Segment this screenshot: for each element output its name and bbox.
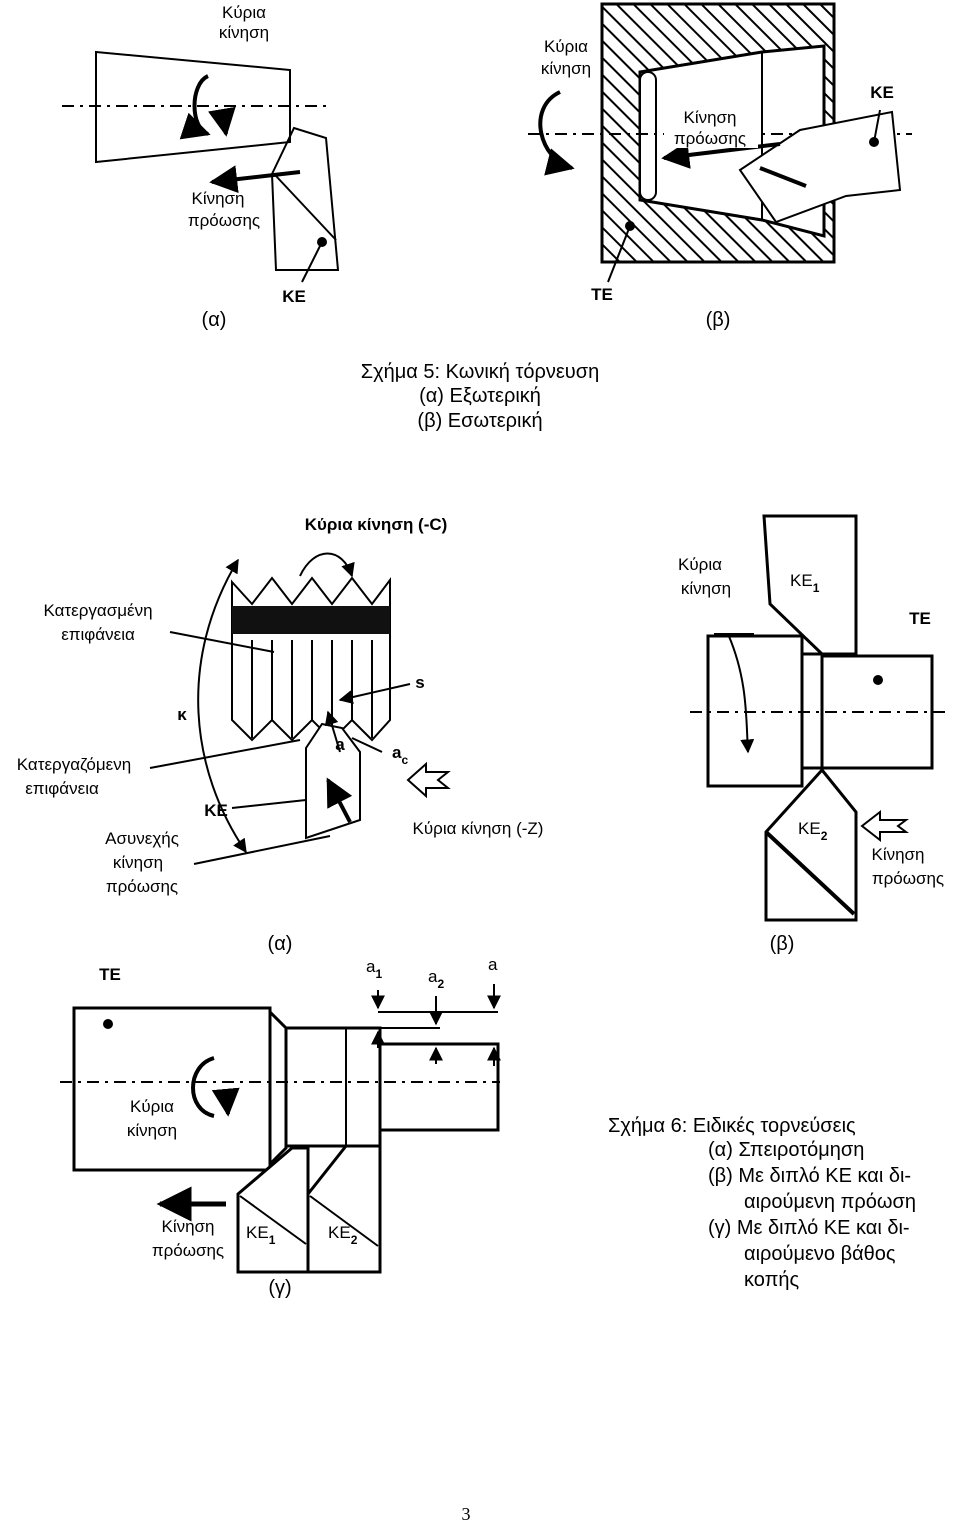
fig6c-main-motion-2: κίνηση [127,1121,177,1140]
fig6a-intermittent-3: πρόωσης [106,877,178,896]
fig6b-tool-ke2 [764,767,858,922]
fig6a-machined-surface-2: επιφάνεια [61,625,135,644]
fig5a-rotation-arrow [179,74,211,140]
fig6a-ac: ac [392,743,408,767]
fig6a-kappa: κ [177,705,187,724]
fig6a-diagram [149,552,451,865]
fig5b-tool [738,110,902,224]
fig6a-s: s [415,673,424,692]
fig6-caption-c-3: κοπής [744,1269,800,1291]
fig6c-a-label: a [488,955,498,974]
fig5a-feed-motion-2: πρόωσης [188,211,260,230]
fig6b-feed-motion-1: Κίνηση [871,845,924,864]
fig6a-thread-band [232,606,390,634]
fig6b-tool-ke1 [762,514,858,656]
fig6c-tool-ke2 [306,1144,382,1274]
fig5b-feed-motion-1: Κίνηση [683,108,736,127]
fig6a-main-motion-z: Κύρια κίνηση (-Z) [413,819,544,838]
fig6b-main-motion-1: Κύρια [678,555,722,574]
fig5b-main-motion-2: κίνηση [541,59,591,78]
fig6a-intermittent-arrow [326,777,353,823]
fig5-caption-title: Σχήμα 5: Κωνική τόρνευση [361,361,599,383]
fig6b-ke1-label: ΚΕ1 [790,571,820,595]
fig6c-step-2 [378,1042,500,1132]
fig5a-workpiece [95,50,291,164]
fig6-caption-b-2: αιρούμενη πρόωση [744,1191,916,1213]
fig6a-tool [305,722,361,840]
fig6a-panel-label: (α) [268,933,293,955]
fig6a-machined-surface-1: Κατεργασμένη [43,601,152,620]
page-number: 3 [462,1504,471,1523]
fig6b-te-label: ΤΕ [909,609,931,628]
fig6b-main-motion-2: κίνηση [681,579,731,598]
fig5a-main-motion-1: Κύρια [222,3,266,22]
fig5b-diagram [528,2,912,283]
fig5a-feed-arrow [209,165,301,194]
fig6a-kappa-arc [197,558,247,854]
fig6a-working-surface-2: επιφάνεια [25,779,99,798]
fig6-caption-c-1: (γ) Με διπλό ΚΕ και δι- [708,1217,910,1239]
fig6a-main-motion-c: Κύρια κίνηση (-C) [305,515,448,534]
fig5a-panel-label: (α) [202,309,227,331]
fig6c-diagram [60,984,501,1274]
fig6-caption-a: (α) Σπειροτόμηση [708,1139,864,1161]
fig6b-panel-label: (β) [770,933,795,955]
fig6b-ke2-label: ΚΕ2 [798,819,828,843]
fig6b-feed-motion-2: πρόωσης [872,869,944,888]
fig5b-feed-motion-2: πρόωσης [674,129,746,148]
fig6a-main-z-arrow [406,761,451,799]
fig5b-main-motion-1: Κύρια [544,37,588,56]
fig6c-panel-label: (γ) [268,1277,291,1299]
fig6c-feed-motion-1: Κίνηση [161,1217,214,1236]
fig6c-te-label: ΤΕ [99,965,121,984]
fig6b-diagram [690,514,950,922]
fig6a-intermittent-1: Ασυνεχής [105,829,179,848]
fig6c-a2-label: a2 [428,967,444,991]
fig6-caption-c-2: αιρούμενο βάθος [744,1243,896,1265]
fig6a-working-surface-1: Κατεργαζόμενη [17,755,131,774]
fig6b-feed-arrow [860,809,909,843]
fig6c-ke2-label: ΚΕ2 [328,1223,358,1247]
fig6c-main-motion-1: Κύρια [130,1097,174,1116]
fig6c-workpiece-main [72,1006,272,1172]
fig5b-feed-arrow [661,141,781,169]
fig5a-tool [270,126,340,271]
fig6c-a1-label: a1 [366,957,382,981]
fig5b-te-label: ΤΕ [591,285,613,304]
fig5-caption-a: (α) Εξωτερική [419,385,541,407]
fig5a-feed-motion-1: Κίνηση [191,189,244,208]
fig5-caption-b: (β) Εσωτερική [417,410,542,432]
fig6a-intermittent-2: κίνηση [113,853,163,872]
fig5a-main-motion-2: κίνηση [219,23,269,42]
fig6c-ke1-label: ΚΕ1 [246,1223,276,1247]
fig6c-step-1 [284,1026,382,1148]
fig5b-ke-label: ΚΕ [870,83,894,102]
fig6-caption-b-1: (β) Με διπλό ΚΕ και δι- [708,1165,911,1187]
fig6a-a: a [335,735,345,754]
fig5a-diagram [62,50,340,283]
fig5b-rotation-arrow [538,90,575,176]
fig6c-feed-motion-2: πρόωσης [152,1241,224,1260]
fig6a-ke-label: ΚΕ [204,801,228,820]
fig5b-panel-label: (β) [706,309,731,331]
fig6-caption-title: Σχήμα 6: Ειδικές τορνεύσεις [608,1115,856,1137]
fig5a-ke-label: ΚΕ [282,287,306,306]
